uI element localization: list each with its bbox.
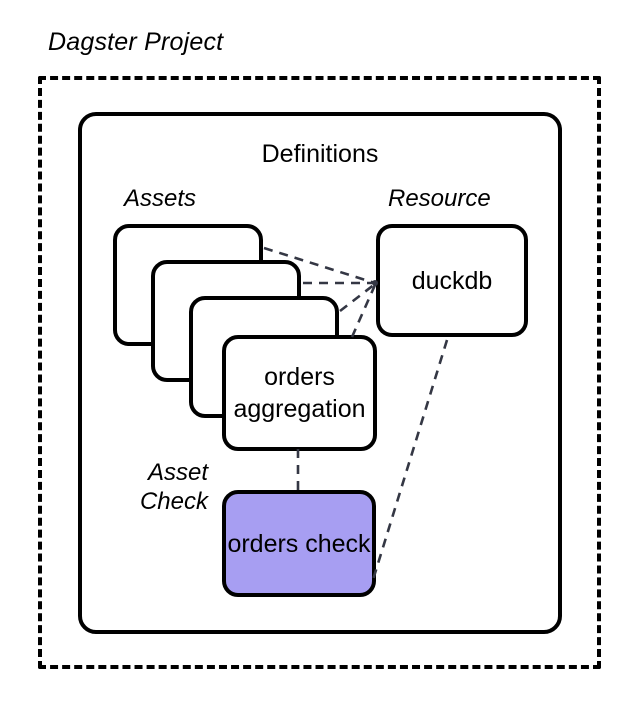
project-boundary — [38, 76, 601, 669]
resource-section-label: Resource — [388, 185, 491, 212]
asset-check-card-orders-check[interactable]: orders check — [222, 490, 376, 597]
definitions-label: Definitions — [261, 140, 379, 168]
asset-check-section-label: Asset Check — [139, 459, 208, 516]
assets-section-label: Assets — [124, 185, 197, 212]
resource-card-duckdb[interactable]: duckdb — [376, 224, 528, 337]
project-title: Dagster Project — [48, 28, 224, 56]
asset-card-orders-aggregation[interactable]: orders aggregation — [222, 335, 377, 451]
